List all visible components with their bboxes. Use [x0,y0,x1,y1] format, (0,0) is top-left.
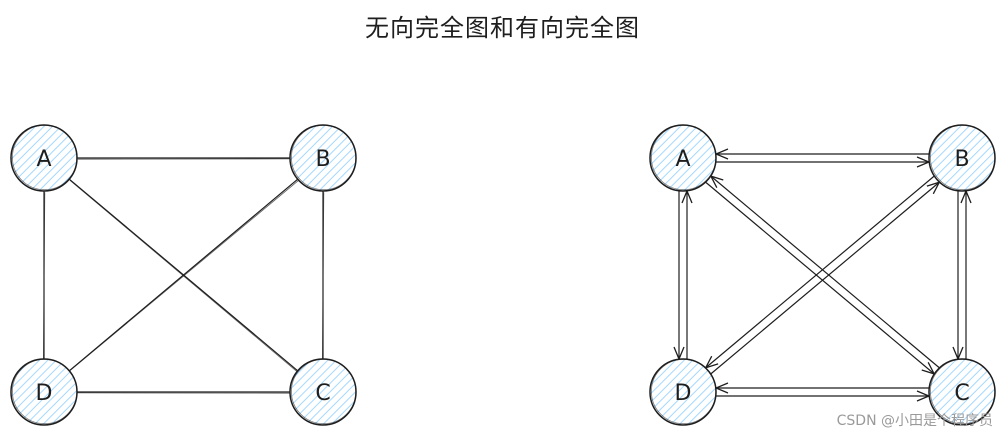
undirected-graph: A B C D [10,124,357,426]
directed-graph: A B C D [649,124,996,426]
undirected-node-c: C [289,358,357,426]
edge-a-b [77,157,290,160]
edge-b-c [322,191,325,360]
directed-node-b: B [928,124,996,192]
undirected-node-label: C [315,381,330,406]
directed-node-a: A [649,124,717,192]
directed-node-label: A [675,147,690,172]
arc-b-to-d [706,175,935,368]
undirected-node-label: A [36,147,51,172]
directed-node-label: B [954,147,969,172]
edge-b-d [68,178,299,373]
directed-node-label: D [675,381,692,406]
undirected-node-b: B [289,124,357,192]
undirected-node-d: D [10,358,78,426]
watermark: CSDN @小田是个程序员 [836,413,993,429]
undirected-node-label: B [315,147,330,172]
directed-node-label: C [954,381,969,406]
arc-d-to-b [710,182,939,375]
edge-a-d [43,191,46,360]
arc-a-to-c [705,181,934,374]
undirected-node-label: D [36,381,53,406]
arc-c-to-a [711,176,940,369]
directed-node-d: D [649,358,717,426]
diagram-title: 无向完全图和有向完全图 [365,14,640,42]
directed-node-c: C [928,358,996,426]
undirected-node-a: A [10,124,78,192]
edge-c-d [76,391,291,394]
